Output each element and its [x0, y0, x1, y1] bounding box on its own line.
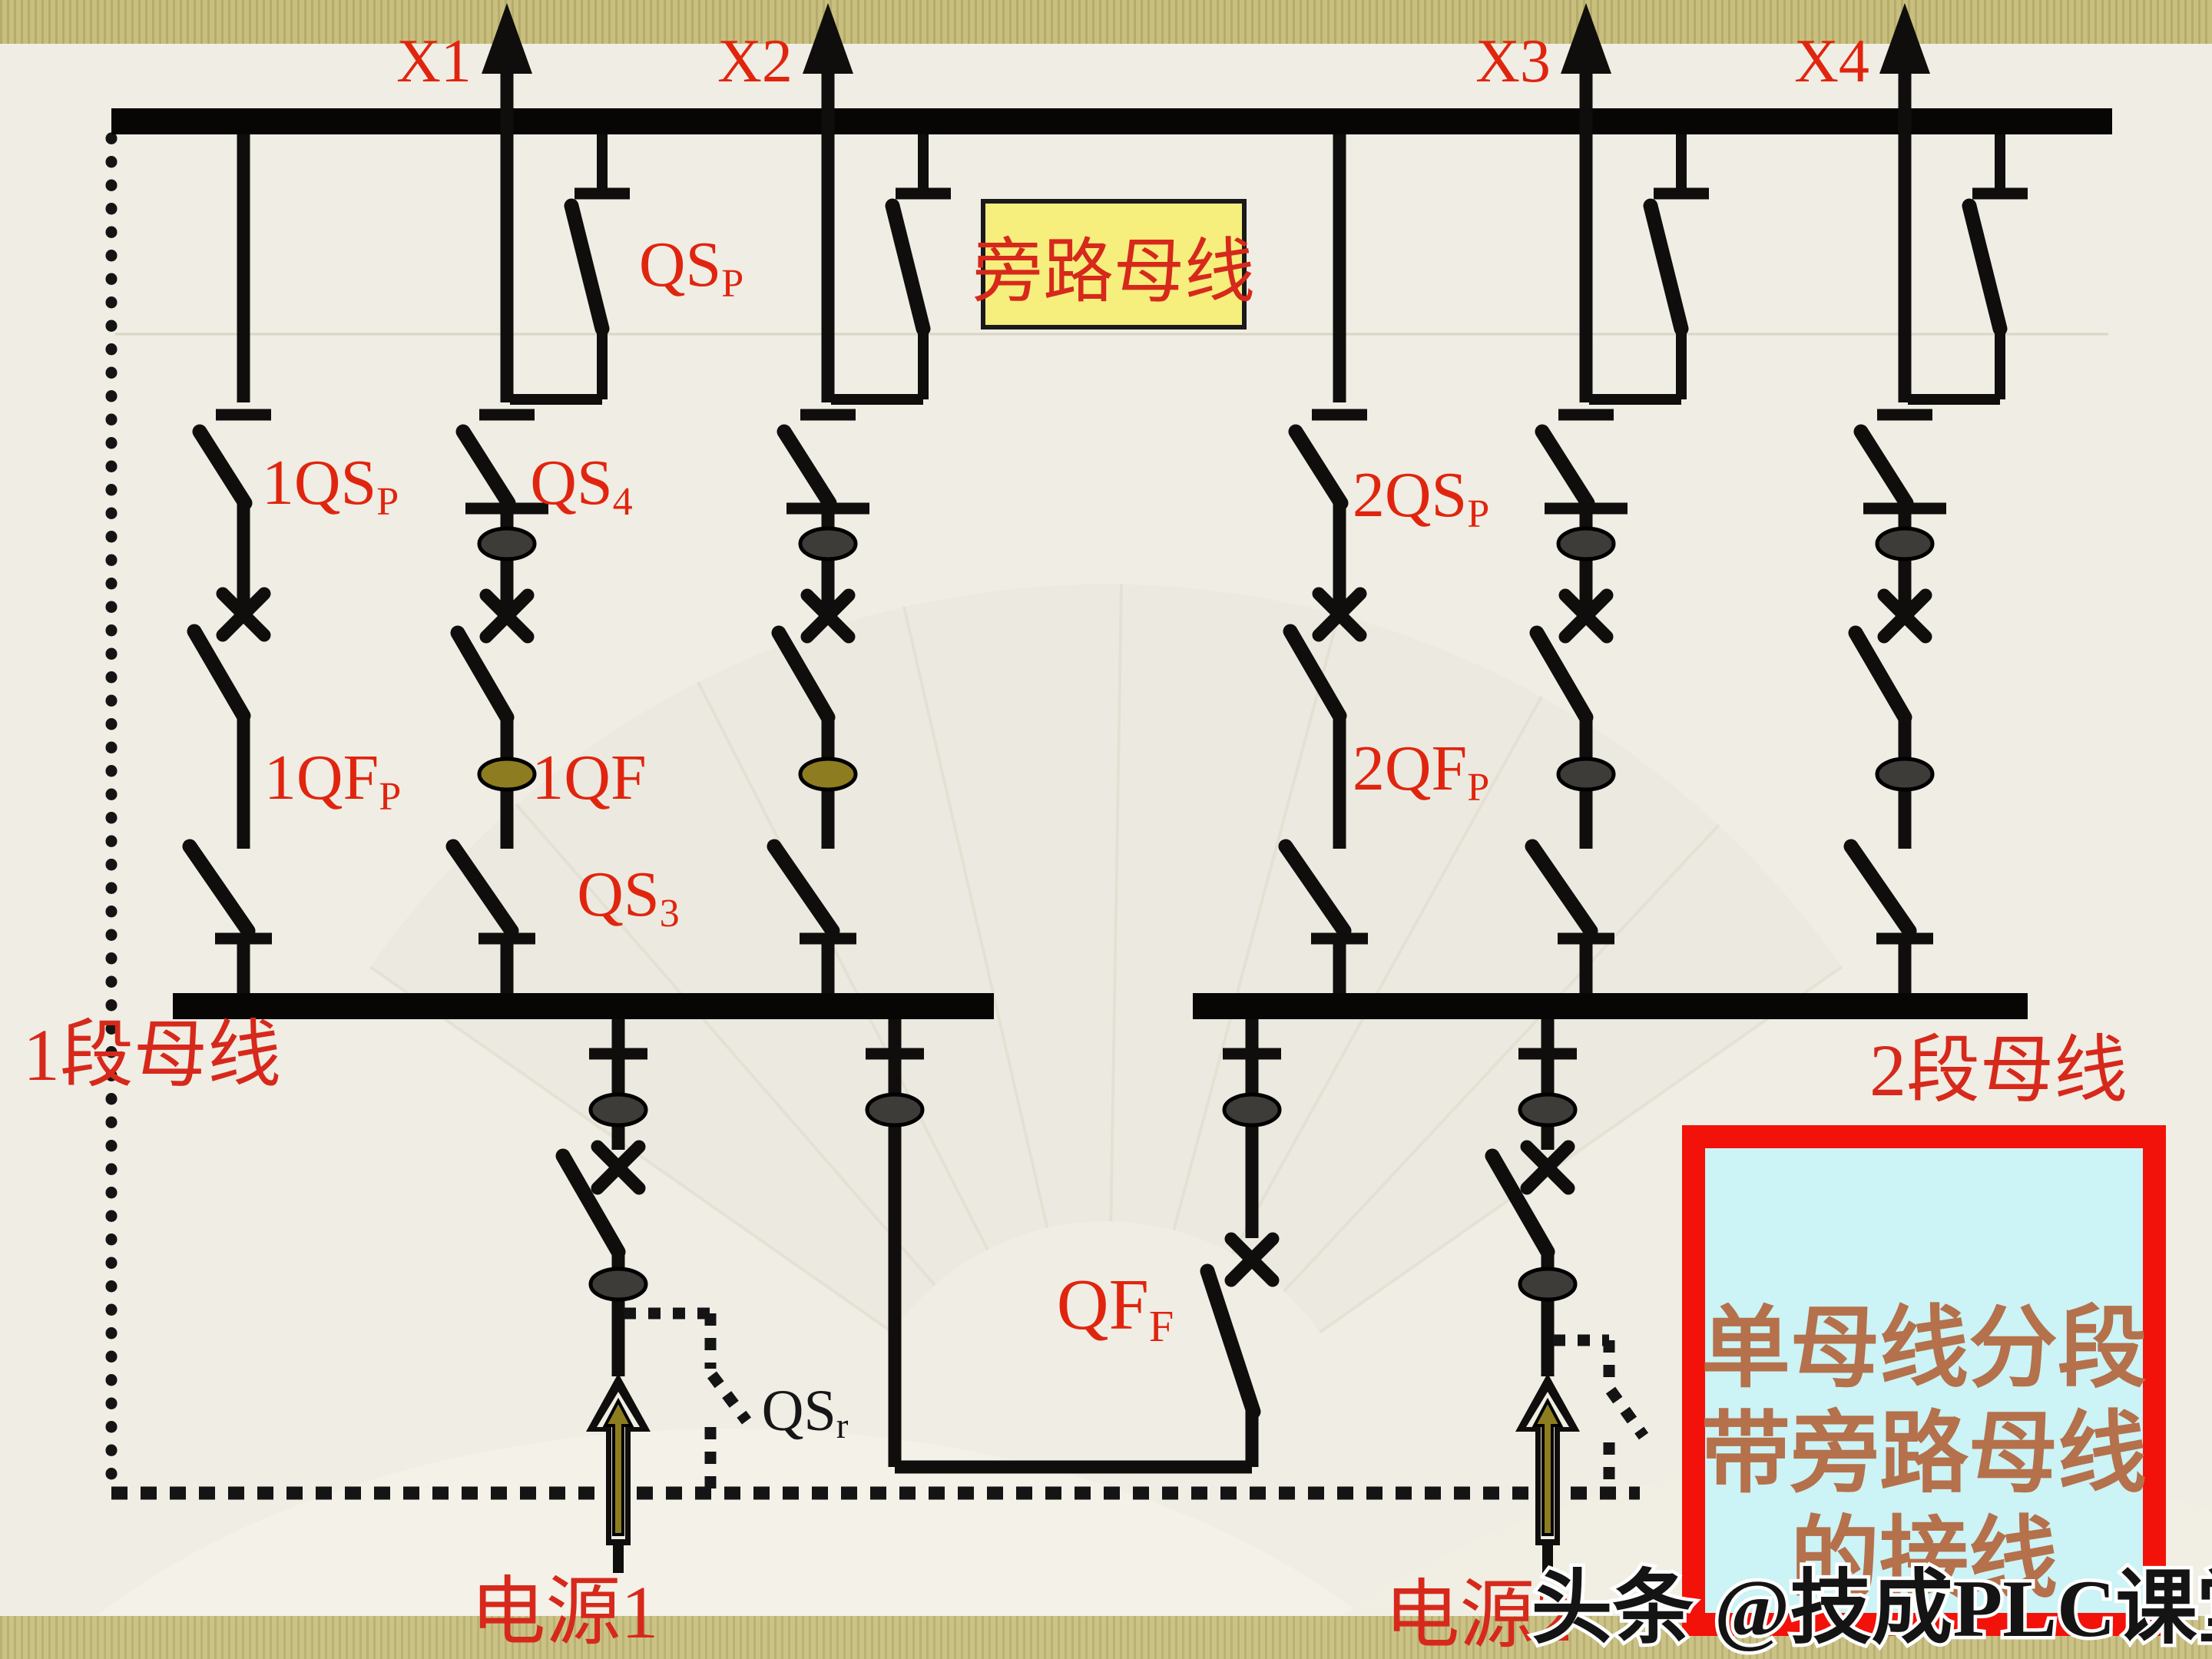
label-qs3: QS3 — [577, 859, 679, 935]
label-1qfp: 1QFP — [264, 742, 401, 819]
watermark-text: 头条 @技成PLC课堂 — [1531, 1564, 2212, 1654]
label-qsp: QSP — [639, 229, 743, 306]
section-1-bus-label: 1段母线 — [23, 1014, 281, 1096]
bypass-breaker-column-1 — [190, 134, 272, 993]
bypass-bus-tag-label: 旁路母线 — [972, 233, 1255, 311]
top-band — [0, 0, 2212, 44]
feeder-label-x1: X1 — [396, 28, 472, 95]
ct-oval — [865, 1092, 925, 1128]
feeder-column-x4 — [1851, 3, 2028, 993]
contact-x-marker — [1224, 1232, 1280, 1287]
qsr-dotted-blade — [1605, 1386, 1649, 1440]
label-qff: QFF — [1057, 1265, 1174, 1351]
bus-tie-circuit — [865, 1019, 1282, 1474]
label-2qsp: 2QSP — [1353, 459, 1489, 536]
section-2-bus-label: 2段母线 — [1869, 1029, 2128, 1111]
feeder-label-x2: X2 — [717, 28, 793, 95]
label-qsr: QSr — [762, 1379, 849, 1446]
source-1-label: 电源1 — [470, 1571, 658, 1654]
feeder-label-x4: X4 — [1794, 28, 1869, 95]
label-2qfp: 2QFP — [1353, 733, 1489, 810]
label-qs4: QS4 — [530, 447, 632, 524]
qsr-branch-1 — [624, 1307, 751, 1493]
note-line-2: 带旁路母线 — [1701, 1406, 2147, 1504]
note-box-inner — [1705, 1148, 2143, 1613]
fan-watermark — [370, 584, 1842, 1482]
note-line-3: 的接线 — [1790, 1511, 2058, 1609]
feeder-label-x3: X3 — [1475, 28, 1551, 95]
hill-watermark — [46, 1429, 1413, 1659]
qsr-dotted-blade — [707, 1371, 751, 1425]
qsr-branch-2 — [1553, 1334, 1649, 1493]
label-1qsp: 1QSP — [262, 447, 399, 524]
note-box: 单母线分段 带旁路母线 的接线 — [1682, 1125, 2166, 1636]
source-2-label: 电源2 — [1384, 1575, 1572, 1657]
label-1qf: 1QF — [531, 742, 646, 813]
ct-oval — [1222, 1092, 1282, 1128]
note-line-1: 单母线分段 — [1701, 1300, 2147, 1399]
fan-spokes — [369, 583, 1843, 1343]
bypass-bus-tag-box — [981, 199, 1247, 329]
tie-breaker-blade — [1200, 1263, 1261, 1419]
